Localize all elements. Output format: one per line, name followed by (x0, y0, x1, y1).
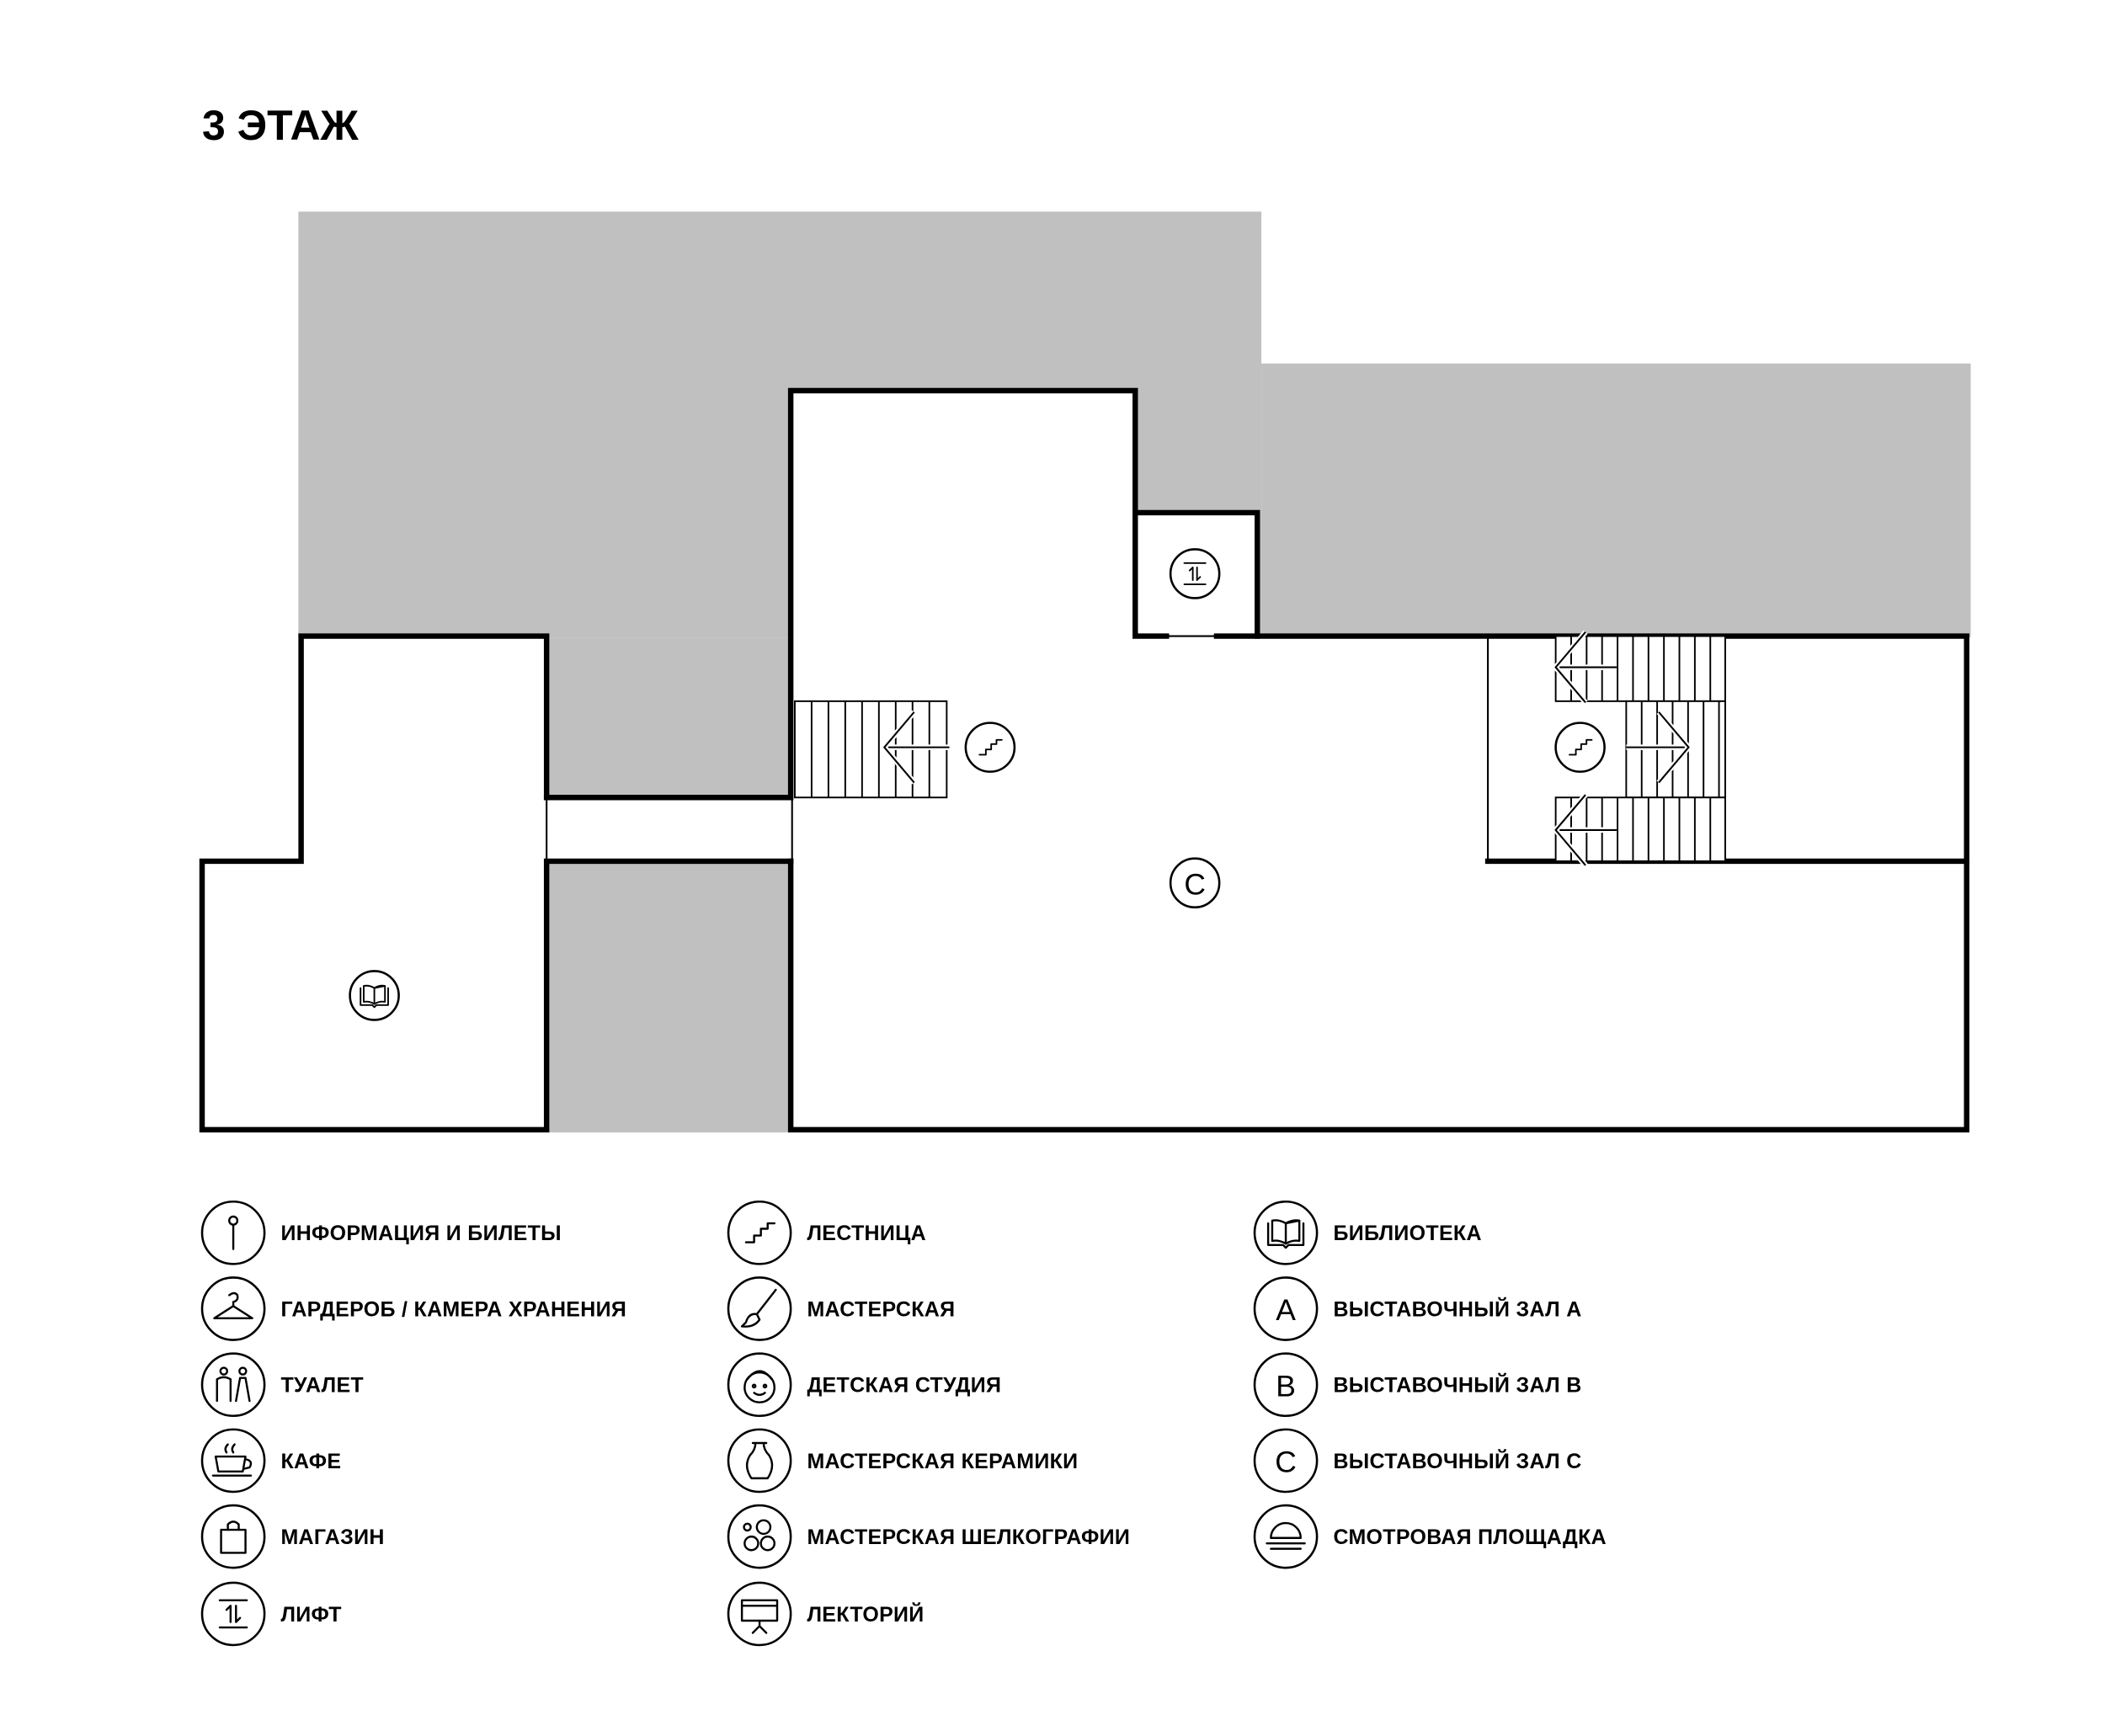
brush-icon (727, 1276, 792, 1341)
viewpoint-icon (1253, 1504, 1319, 1569)
legend-label: МАСТЕРСКАЯ ШЕЛКОГРАФИИ (807, 1526, 1130, 1549)
legend-label: ВЫСТАВОЧНЫЙ ЗАЛ А (1333, 1296, 1581, 1321)
legend-label: КАФЕ (280, 1450, 341, 1473)
legend-item-circles: МАСТЕРСКАЯ ШЕЛКОГРАФИИ (727, 1504, 1130, 1569)
letter-label: A (1276, 1293, 1296, 1327)
page-title: 3 ЭТАЖ (202, 102, 360, 149)
stair-direction-arrow (1552, 630, 1617, 705)
vase-icon (727, 1428, 792, 1494)
legend: ИНФОРМАЦИЯ И БИЛЕТЫ ГАРДЕРОБ / КАМЕРА ХРА… (200, 1200, 1607, 1647)
letter-label: B (1276, 1369, 1296, 1403)
letter-label: C (1275, 1446, 1297, 1479)
stair-direction-arrow (1626, 710, 1692, 785)
legend-item-info: ИНФОРМАЦИЯ И БИЛЕТЫ (200, 1200, 562, 1265)
child-icon (727, 1352, 792, 1418)
elevator-icon (1169, 548, 1221, 599)
legend-item-stairs: ЛЕСТНИЦА (727, 1200, 926, 1265)
legend-item-letter-c: C ВЫСТАВОЧНЫЙ ЗАЛ С (1253, 1428, 1581, 1494)
hall-c-marker-icon: C (1169, 857, 1221, 909)
legend-item-letter-a: A ВЫСТАВОЧНЫЙ ЗАЛ А (1253, 1276, 1581, 1341)
legend-label: ЛИФТ (280, 1603, 341, 1627)
legend-item-viewpoint: СМОТРОВАЯ ПЛОЩАДКА (1253, 1504, 1607, 1569)
info-icon (200, 1200, 266, 1265)
hanger-icon (200, 1276, 266, 1341)
legend-label: МАСТЕРСКАЯ (807, 1297, 955, 1321)
shop-icon (200, 1504, 266, 1569)
legend-item-hanger: ГАРДЕРОБ / КАМЕРА ХРАНЕНИЯ (200, 1276, 626, 1341)
letter-label: C (1184, 867, 1206, 901)
legend-label: МАСТЕРСКАЯ КЕРАМИКИ (807, 1450, 1078, 1473)
stair-direction-arrow (1552, 792, 1617, 867)
toilet-icon (200, 1352, 266, 1418)
staircases (793, 630, 1726, 867)
legend-item-toilet: ТУАЛЕТ (200, 1352, 364, 1418)
legend-label: ДЕТСКАЯ СТУДИЯ (807, 1374, 1001, 1398)
legend-item-letter-b: B ВЫСТАВОЧНЫЙ ЗАЛ В (1253, 1352, 1581, 1418)
legend-label: СМОТРОВАЯ ПЛОЩАДКА (1333, 1526, 1607, 1549)
legend-label: ВЫСТАВОЧНЫЙ ЗАЛ В (1333, 1372, 1581, 1398)
letter-a-icon: A (1253, 1276, 1319, 1341)
legend-label: БИБЛИОТЕКА (1333, 1222, 1481, 1245)
legend-item-brush: МАСТЕРСКАЯ (727, 1276, 955, 1341)
legend-label: ЛЕКТОРИЙ (807, 1601, 924, 1627)
legend-item-book: БИБЛИОТЕКА (1253, 1200, 1482, 1265)
legend-item-cafe: КАФЕ (200, 1428, 341, 1494)
book-icon (1253, 1200, 1319, 1265)
stairs-icon (1554, 722, 1606, 773)
library-icon (349, 970, 400, 1021)
legend-label: ЛЕСТНИЦА (807, 1222, 926, 1245)
elevator-icon (200, 1581, 266, 1647)
legend-label: ИНФОРМАЦИЯ И БИЛЕТЫ (280, 1222, 562, 1245)
legend-item-elevator: ЛИФТ (200, 1581, 341, 1647)
letter-b-icon: B (1253, 1352, 1319, 1418)
stair-direction-arrow (881, 710, 950, 785)
screen-icon (727, 1581, 792, 1647)
legend-item-screen: ЛЕКТОРИЙ (727, 1581, 924, 1647)
legend-label: МАГАЗИН (280, 1526, 384, 1549)
legend-item-child: ДЕТСКАЯ СТУДИЯ (727, 1352, 1001, 1418)
stairs-icon (964, 722, 1016, 773)
legend-label: ГАРДЕРОБ / КАМЕРА ХРАНЕНИЯ (280, 1297, 626, 1321)
legend-item-shop: МАГАЗИН (200, 1504, 384, 1569)
legend-label: ВЫСТАВОЧНЫЙ ЗАЛ С (1333, 1448, 1581, 1473)
legend-item-vase: МАСТЕРСКАЯ КЕРАМИКИ (727, 1428, 1078, 1494)
stairs-icon (727, 1200, 792, 1265)
circles-icon (727, 1504, 792, 1569)
walls (199, 387, 1969, 1133)
legend-label: ТУАЛЕТ (280, 1374, 364, 1398)
cafe-icon (200, 1428, 266, 1494)
letter-c-icon: C (1253, 1428, 1319, 1494)
